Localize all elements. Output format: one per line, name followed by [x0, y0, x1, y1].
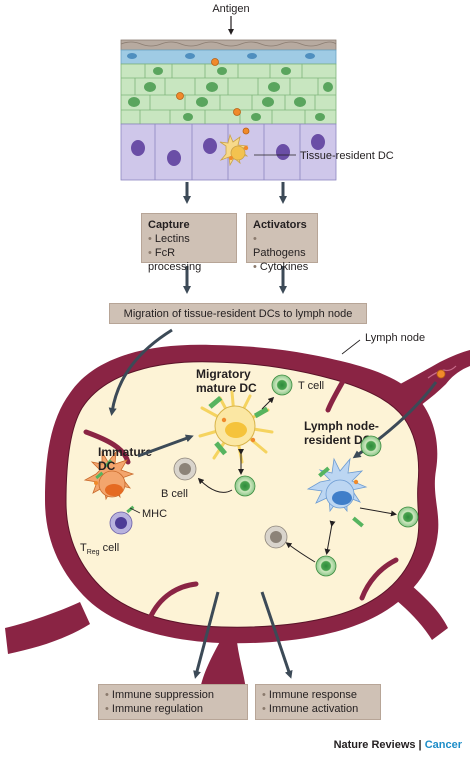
arrow-resident-dc-t-cell-bottom [324, 520, 336, 555]
treg-label: TReg cell [80, 542, 119, 556]
migratory-dc-label-1: Migratory [196, 367, 251, 381]
arrow-to-response [260, 591, 293, 679]
lymph-node-resident-dc [306, 457, 368, 528]
epithelial-cell-grid [121, 64, 336, 180]
t-cell-middle [234, 475, 256, 497]
arrow-t-cell-to-b-cell [197, 477, 233, 493]
capture-item: • Lectins [148, 233, 190, 245]
efferent-vessel [200, 627, 246, 690]
afferent-vessel-right [372, 350, 470, 424]
journal-credit: Nature Reviews | Cancer [333, 739, 462, 751]
arrow-resident-dc-to-t-cell [359, 507, 397, 517]
activators-title: Activators [253, 219, 307, 231]
b-cell-label: B cell [161, 488, 188, 500]
epithelial-nuclei [127, 53, 333, 166]
arrow-dc-to-t-cell [261, 396, 275, 410]
mhc-leader [129, 507, 141, 514]
treg-cell [109, 505, 135, 535]
migratory-dc-label-2: mature DC [196, 381, 257, 395]
antigen-particles [176, 58, 250, 135]
arrow-t-cell-to-grey-cell [285, 542, 316, 563]
immature-dc-label-1: Immature [98, 445, 152, 459]
grey-cell-bottom [264, 525, 288, 549]
afferent-vessel-left [5, 602, 90, 654]
outcome-left-box: • Immune suppression • Immune regulation [98, 684, 248, 720]
tissue-dc-label: Tissue-resident DC [300, 150, 394, 162]
activators-item: • Pathogens [253, 233, 306, 259]
antigen-label: Antigen [212, 3, 249, 15]
resident-dc-label-2: resident DC [304, 433, 372, 447]
lymph-node-leader [341, 339, 361, 355]
lymph-antigen-particle [436, 369, 446, 379]
lymph-node-label: Lymph node [365, 332, 425, 344]
capture-box: Capture • Lectins • FcR processing [141, 213, 237, 273]
immature-dc [83, 450, 135, 501]
arrow-to-suppression [193, 591, 220, 679]
mhc-label: MHC [142, 508, 167, 520]
resident-dc-label-1: Lymph node- [304, 419, 379, 433]
outcome-right-item: • Immune activation [262, 703, 359, 715]
outcome-right-box: • Immune response • Immune activation [255, 684, 381, 720]
migration-text: Migration of tissue-resident DCs to lymp… [123, 308, 353, 320]
arrow-immature-to-migratory [137, 434, 194, 458]
immature-dc-label-2: DC [98, 459, 116, 473]
activators-box: Activators • Pathogens • Cytokines [246, 213, 318, 273]
t-cell-right-top [360, 435, 382, 457]
outcome-left-item: • Immune regulation [105, 703, 204, 715]
outcome-right-item: • Immune response [262, 689, 357, 701]
t-cell-top [271, 374, 293, 396]
tissue-resident-dc [219, 133, 249, 167]
b-cell [173, 457, 197, 481]
capture-title: Capture [148, 219, 190, 231]
capture-item: • FcR processing [148, 247, 202, 273]
t-cell-label: T cell [298, 380, 324, 392]
activators-item: • Cytokines [253, 261, 309, 273]
blood-vessel-right [396, 584, 448, 640]
arrow-migration-to-immature [108, 328, 173, 416]
outcome-left-item: • Immune suppression [105, 689, 215, 701]
t-cell-bottom [315, 555, 337, 577]
t-cell-right [397, 506, 419, 528]
migration-box: Migration of tissue-resident DCs to lymp… [109, 303, 367, 324]
